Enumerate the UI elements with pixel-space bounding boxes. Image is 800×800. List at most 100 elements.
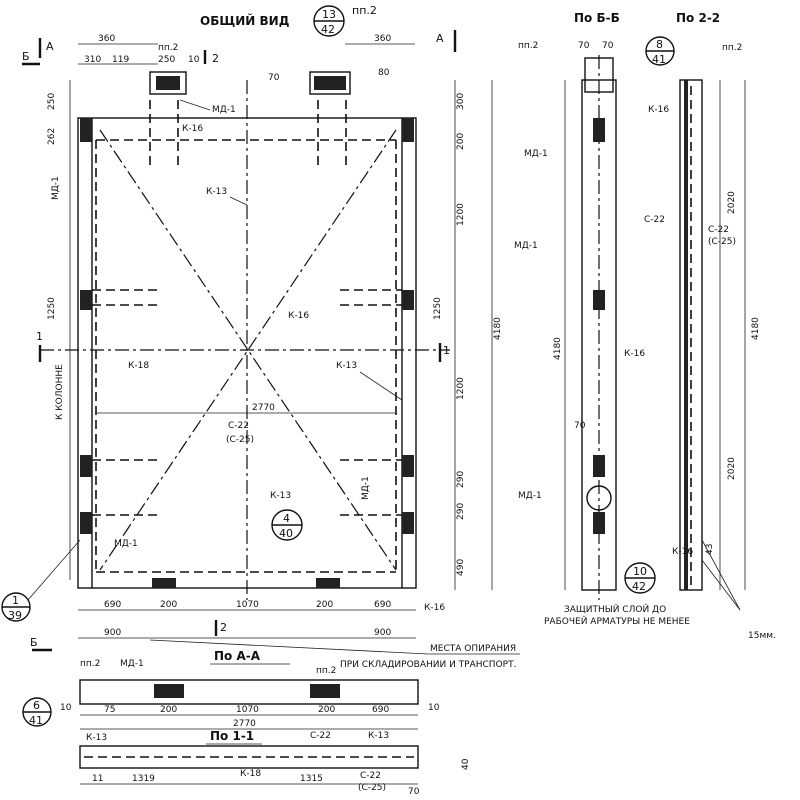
svg-text:290: 290	[456, 503, 466, 520]
general-view-title: ОБЩИЙ ВИД	[200, 13, 289, 28]
section-mark-b-bottom: Б	[30, 636, 52, 652]
svg-text:Б: Б	[22, 50, 30, 63]
section-mark-b-top: Б	[22, 50, 40, 66]
svg-text:1200: 1200	[456, 203, 466, 226]
svg-text:пп.2: пп.2	[316, 666, 336, 676]
label-k16-c: К-16	[424, 603, 445, 613]
svg-text:690: 690	[372, 705, 389, 715]
svg-text:900: 900	[374, 628, 391, 638]
svg-text:690: 690	[374, 600, 391, 610]
label-md1-bb-c: МД-1	[518, 491, 542, 501]
label-md1-a: МД-1	[212, 105, 236, 115]
section-aa: По А-А пп.2 МД-1 пп.2 75 200 1070 200 69…	[22, 649, 440, 730]
svg-text:310: 310	[84, 55, 101, 65]
svg-text:1315: 1315	[300, 774, 323, 784]
svg-text:10: 10	[428, 703, 440, 713]
svg-text:2770: 2770	[233, 719, 256, 729]
callout-13-42: 13 42	[313, 5, 345, 37]
label-k16-22-a: К-16	[648, 105, 669, 115]
label-mesta-opiraniya: МЕСТА ОПИРАНИЯ	[430, 644, 516, 654]
svg-text:900: 900	[104, 628, 121, 638]
svg-text:75: 75	[104, 705, 115, 715]
svg-text:1250: 1250	[47, 297, 57, 320]
svg-text:(С-25): (С-25)	[358, 783, 386, 793]
svg-text:42: 42	[632, 580, 646, 593]
label-c22-22-b: С-22	[708, 225, 729, 235]
callout-8-41: 8 41	[645, 36, 675, 66]
svg-text:1070: 1070	[236, 705, 259, 715]
embedded-plates	[80, 118, 414, 588]
label-md1-b: МД-1	[114, 539, 138, 549]
callout-1-39: 1 39	[1, 539, 81, 622]
label-c22-a: С-22	[228, 421, 249, 431]
label-md1-side: МД-1	[51, 176, 61, 200]
callout-6-41: 6 41	[22, 697, 52, 727]
svg-text:200: 200	[160, 600, 177, 610]
svg-text:200: 200	[318, 705, 335, 715]
svg-text:С-22: С-22	[310, 731, 331, 741]
svg-text:2: 2	[220, 621, 227, 634]
label-protective-2: РАБОЧЕЙ АРМАТУРЫ НЕ МЕНЕЕ	[544, 615, 690, 627]
svg-text:2: 2	[212, 52, 219, 65]
svg-text:690: 690	[104, 600, 121, 610]
svg-text:300: 300	[456, 93, 466, 110]
section-mark-2-bottom: 2	[214, 620, 227, 636]
svg-text:250: 250	[47, 93, 57, 110]
svg-text:119: 119	[112, 55, 129, 65]
label-protective-1: ЗАЩИТНЫЙ СЛОЙ ДО	[564, 603, 666, 615]
dim-2770: 2770	[252, 403, 275, 413]
section-bb-title: По Б-Б	[574, 11, 620, 25]
svg-text:360: 360	[98, 34, 115, 44]
svg-text:2020: 2020	[727, 191, 737, 214]
svg-text:К-13: К-13	[86, 733, 107, 743]
svg-text:70: 70	[602, 41, 614, 51]
label-protective-3: 15мм.	[748, 631, 776, 641]
section-bb: По Б-Б пп.2 70 70 МД-1 МД-1 МД-1 4180 70	[514, 11, 620, 600]
svg-text:К-18: К-18	[240, 769, 261, 779]
svg-text:1200: 1200	[456, 377, 466, 400]
svg-text:41: 41	[652, 53, 666, 66]
svg-text:200: 200	[160, 705, 177, 715]
svg-text:пп.2: пп.2	[158, 43, 178, 53]
label-c25-a: (С-25)	[226, 435, 254, 445]
svg-text:МД-1: МД-1	[120, 659, 144, 669]
svg-text:70: 70	[578, 41, 590, 51]
svg-text:К-13: К-13	[368, 731, 389, 741]
svg-text:200: 200	[456, 133, 466, 150]
svg-text:пп.2: пп.2	[722, 43, 742, 53]
svg-text:10: 10	[60, 703, 72, 713]
label-k13-c: К-13	[270, 491, 291, 501]
general-view: ОБЩИЙ ВИД 13 42 пп.2 А А Б 2 1	[1, 4, 520, 670]
svg-text:1: 1	[12, 594, 19, 607]
label-k13-b: К-13	[336, 361, 357, 371]
svg-text:4180: 4180	[493, 317, 503, 340]
label-k18: К-18	[128, 361, 149, 371]
label-c25-22: (С-25)	[708, 237, 736, 247]
label-md1-c: МД-1	[361, 476, 371, 500]
svg-text:А: А	[46, 40, 54, 53]
label-c22-22: С-22	[644, 215, 665, 225]
label-kolonna: К КОЛОННЕ	[55, 364, 65, 420]
label-md1-bb-a: МД-1	[524, 149, 548, 159]
section-aa-title: По А-А	[214, 649, 261, 663]
svg-text:262: 262	[47, 128, 57, 145]
section-mark-a-right: А	[436, 30, 457, 52]
label-skladirovanie: ПРИ СКЛАДИРОВАНИИ И ТРАНСПОРТ.	[340, 660, 516, 670]
svg-text:70: 70	[574, 421, 586, 431]
svg-text:А: А	[436, 32, 444, 45]
section-mark-1-right: 1	[438, 343, 450, 362]
svg-text:Б: Б	[30, 636, 38, 649]
svg-text:42: 42	[321, 23, 335, 36]
svg-text:200: 200	[316, 600, 333, 610]
label-pp2-top: пп.2	[352, 4, 377, 17]
svg-text:360: 360	[374, 34, 391, 44]
label-k16-b: К-16	[288, 311, 309, 321]
svg-text:70: 70	[268, 73, 280, 83]
section-11-title: По 1-1	[210, 729, 254, 743]
section-mark-a-left: А	[38, 38, 54, 58]
svg-text:8: 8	[656, 38, 663, 51]
svg-text:пп.2: пп.2	[80, 659, 100, 669]
svg-text:250: 250	[158, 55, 175, 65]
svg-text:80: 80	[378, 68, 390, 78]
